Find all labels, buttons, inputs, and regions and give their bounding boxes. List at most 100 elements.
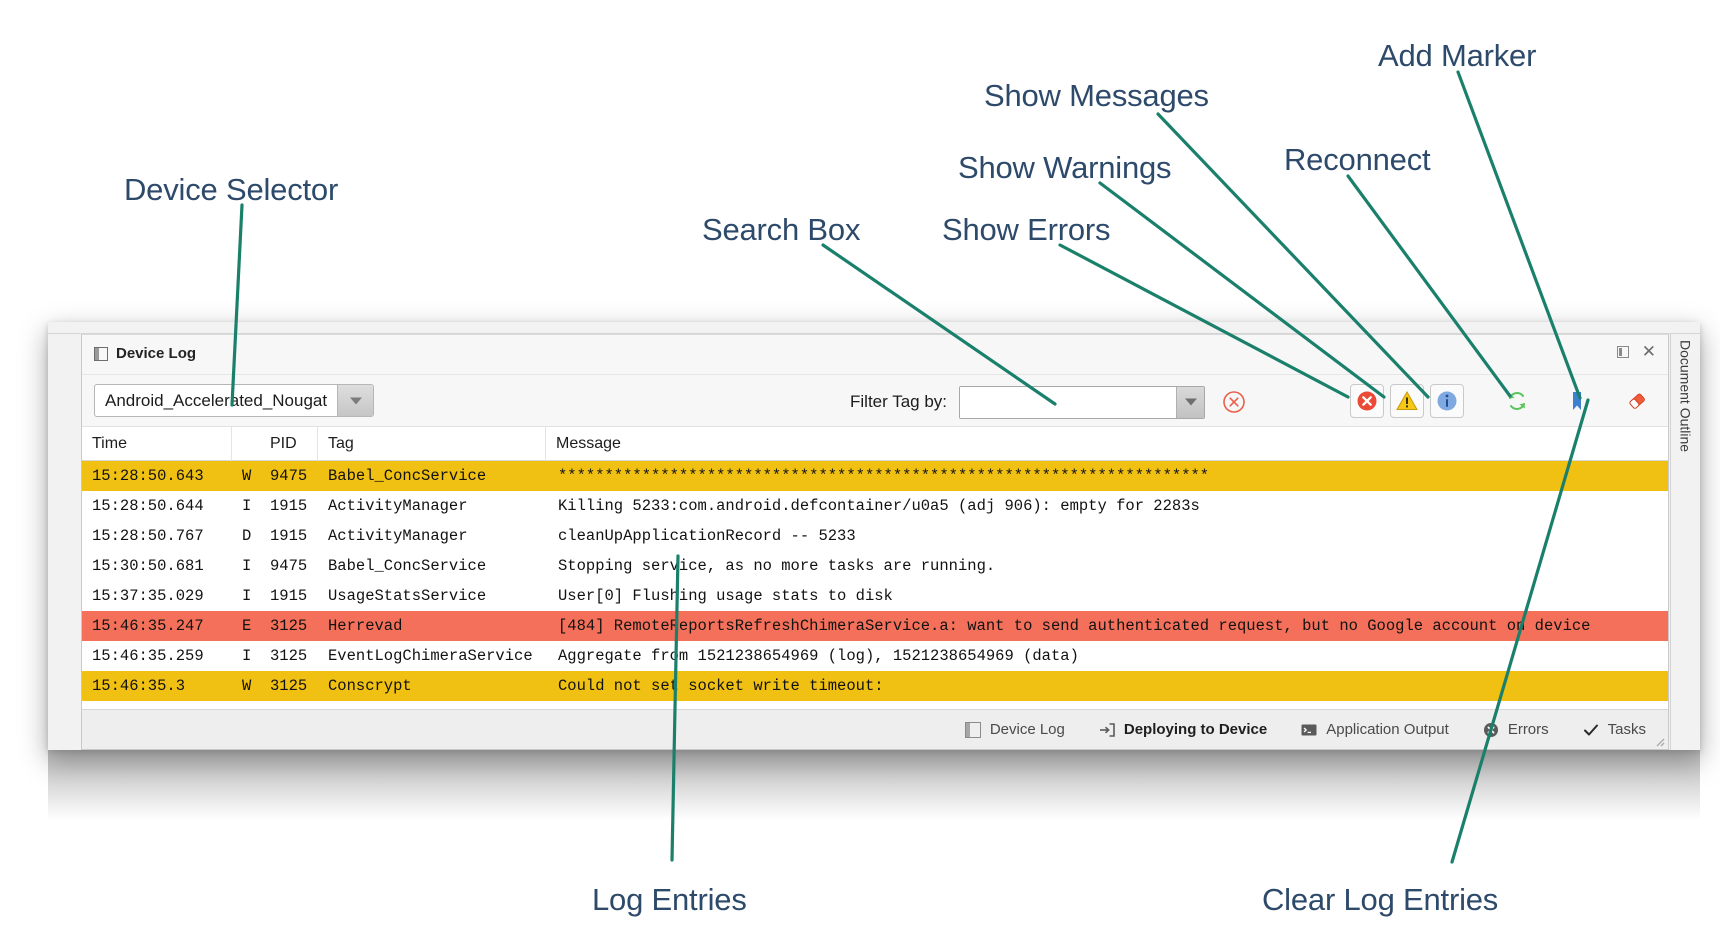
annotation-device-selector: Device Selector bbox=[124, 172, 339, 207]
status-tab-label: Errors bbox=[1507, 721, 1549, 738]
status-tab-device-log[interactable]: Device Log bbox=[964, 721, 1065, 738]
show-errors-button[interactable] bbox=[1350, 384, 1384, 418]
log-cell-time: 15:28:50.643 bbox=[92, 467, 204, 485]
reconnect-button[interactable] bbox=[1500, 384, 1534, 418]
annotation-log-entries: Log Entries bbox=[592, 882, 747, 917]
log-cell-message: Aggregate from 1521238654969 (log), 1521… bbox=[558, 647, 1079, 665]
column-header-level bbox=[232, 427, 260, 461]
panel-icon bbox=[94, 346, 108, 361]
log-cell-tag: Conscrypt bbox=[328, 677, 412, 695]
annotation-search-box: Search Box bbox=[702, 212, 861, 247]
panel-title-wrap: Device Log bbox=[94, 345, 196, 362]
log-cell-pid: 3125 bbox=[270, 647, 308, 665]
toolbar-icons bbox=[1350, 384, 1654, 418]
device-selector-value: Android_Accelerated_Nougat bbox=[105, 391, 328, 410]
table-row[interactable]: 15:28:50.644 I 1915 ActivityManager Killing … bbox=[82, 491, 1668, 521]
status-tab-deploying-to-device[interactable]: Deploying to Device bbox=[1099, 721, 1267, 738]
status-bar: Device Log Deploying to Device bbox=[82, 709, 1668, 749]
console-icon bbox=[1301, 722, 1317, 738]
status-tab-label: Application Output bbox=[1326, 721, 1449, 738]
status-tab-label: Tasks bbox=[1607, 721, 1646, 738]
log-cell-message: [484] RemoteReportsRefreshChimeraService… bbox=[558, 617, 1591, 635]
deploy-icon bbox=[1099, 722, 1115, 738]
restore-icon[interactable] bbox=[1616, 346, 1629, 358]
panel-icon bbox=[964, 721, 981, 738]
log-cell-tag: UsageStatsService bbox=[328, 587, 487, 605]
show-warnings-button[interactable] bbox=[1390, 384, 1424, 418]
log-cell-level: I bbox=[242, 557, 252, 575]
annotation-clear-log-entries: Clear Log Entries bbox=[1262, 882, 1499, 917]
log-cell-level: W bbox=[242, 467, 252, 485]
log-cell-time: 15:28:50.644 bbox=[92, 497, 204, 515]
log-cell-pid: 9475 bbox=[270, 467, 308, 485]
column-header-time[interactable]: Time bbox=[82, 426, 232, 461]
log-cell-time: 15:46:35.247 bbox=[92, 617, 204, 635]
clear-filter-button[interactable] bbox=[1217, 385, 1251, 419]
log-cell-time: 15:46:35.3 bbox=[92, 677, 186, 695]
status-tab-errors[interactable]: Errors bbox=[1483, 721, 1549, 738]
log-cell-message: cleanUpApplicationRecord -- 5233 bbox=[558, 527, 856, 545]
log-cell-message: Stopping service, as no more tasks are r… bbox=[558, 557, 996, 575]
log-cell-level: I bbox=[242, 497, 252, 515]
status-tab-label: Deploying to Device bbox=[1123, 721, 1268, 738]
annotation-add-marker: Add Marker bbox=[1378, 38, 1537, 73]
document-outline-rail[interactable]: Document Outline bbox=[1670, 334, 1700, 750]
device-log-panel: Device Log ✕ Android_Accelerated_Nougat … bbox=[81, 334, 1669, 750]
status-tab-tasks[interactable]: Tasks bbox=[1583, 721, 1646, 738]
annotation-show-warnings: Show Warnings bbox=[958, 150, 1172, 185]
log-cell-pid: 9475 bbox=[270, 557, 308, 575]
log-cell-pid: 1915 bbox=[270, 527, 308, 545]
log-cell-tag: ActivityManager bbox=[328, 527, 468, 545]
clear-log-button[interactable] bbox=[1620, 384, 1654, 418]
search-input[interactable] bbox=[960, 386, 1177, 418]
ide-top-strip bbox=[48, 322, 1700, 334]
log-cell-time: 15:37:35.029 bbox=[92, 587, 204, 605]
column-header-message[interactable]: Message bbox=[556, 434, 621, 452]
chevron-down-icon[interactable] bbox=[1176, 386, 1205, 418]
show-messages-button[interactable] bbox=[1430, 384, 1464, 418]
annotation-reconnect: Reconnect bbox=[1284, 142, 1431, 177]
check-icon bbox=[1583, 722, 1599, 738]
log-cell-level: I bbox=[242, 647, 252, 665]
close-icon[interactable]: ✕ bbox=[1641, 342, 1656, 361]
filter-area: Filter Tag by: bbox=[850, 385, 1251, 419]
status-tab-application-output[interactable]: Application Output bbox=[1301, 721, 1449, 738]
log-cell-pid: 1915 bbox=[270, 497, 308, 515]
column-header-tag[interactable]: Tag bbox=[318, 426, 546, 461]
log-cell-pid: 3125 bbox=[270, 617, 308, 635]
page-title: Device Log bbox=[116, 345, 197, 362]
info-circle-icon bbox=[1437, 391, 1457, 411]
document-outline-label: Document Outline bbox=[1677, 340, 1694, 453]
log-cell-message: Could not set socket write timeout: bbox=[558, 677, 884, 695]
add-marker-button[interactable] bbox=[1560, 384, 1594, 418]
table-row[interactable]: 15:46:35.247 E 3125 Herrevad [484] RemoteRep… bbox=[82, 611, 1668, 641]
error-circle-icon bbox=[1357, 391, 1377, 411]
log-cell-time: 15:46:35.259 bbox=[92, 647, 204, 665]
panel-window-buttons: ✕ bbox=[1616, 342, 1656, 361]
warning-triangle-icon bbox=[1396, 390, 1418, 410]
log-cell-level: W bbox=[242, 677, 252, 695]
log-cell-message: Killing 5233:com.android.defcontainer/u0… bbox=[558, 497, 1200, 515]
log-cell-level: E bbox=[242, 617, 252, 635]
log-cell-tag: ActivityManager bbox=[328, 497, 468, 515]
column-header-pid[interactable]: PID bbox=[260, 426, 318, 461]
log-cell-tag: Babel_ConcService bbox=[328, 557, 487, 575]
panel-header: Device Log ✕ bbox=[82, 335, 1668, 375]
log-cell-tag: Babel_ConcService bbox=[328, 467, 487, 485]
resize-grip[interactable] bbox=[1653, 734, 1665, 747]
log-cell-pid: 1915 bbox=[270, 587, 308, 605]
log-cell-tag: Herrevad bbox=[328, 617, 403, 635]
log-cell-level: I bbox=[242, 587, 252, 605]
device-selector[interactable]: Android_Accelerated_Nougat bbox=[94, 384, 374, 417]
search-box[interactable] bbox=[959, 385, 1206, 419]
chevron-down-icon[interactable] bbox=[337, 385, 373, 416]
log-cell-level: D bbox=[242, 527, 252, 545]
